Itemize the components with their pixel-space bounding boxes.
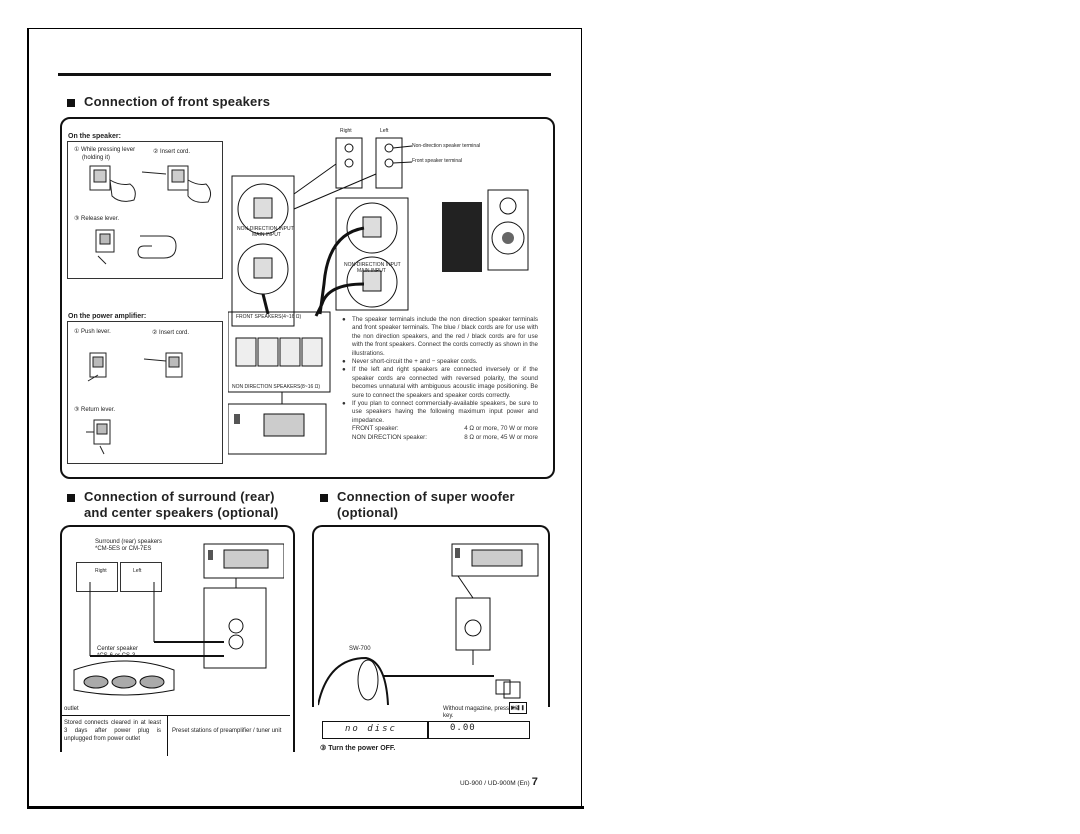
page-border-bottom bbox=[27, 806, 584, 809]
surround-heading: Connection of surround (rear) and center… bbox=[67, 489, 279, 521]
display-no-disc: no disc bbox=[345, 724, 397, 734]
footer-model: UD-900 / UD-900M (En)7 bbox=[460, 776, 538, 788]
step2-text: ② Insert cord. bbox=[153, 149, 191, 155]
heading-square-icon bbox=[67, 493, 75, 502]
spec-front: FRONT speaker:4 Ω or more, 70 W or more bbox=[352, 425, 538, 433]
front-wiring-diagram bbox=[228, 137, 413, 455]
left-label: Left bbox=[380, 128, 389, 134]
amp-steps-box bbox=[67, 321, 223, 464]
step1b-text: (holding it) bbox=[82, 155, 111, 161]
surround-right-speaker bbox=[76, 562, 118, 592]
on-speaker-label: On the speaker: bbox=[68, 133, 121, 140]
nondir-input-label-2: NON-DIRECTION INPUT bbox=[344, 262, 401, 268]
surround-left-label: Left bbox=[133, 568, 142, 574]
step3-text: ③ Release lever. bbox=[74, 216, 120, 222]
surround-label: Surround (rear) speakers bbox=[95, 539, 163, 545]
outlet-label: outlet bbox=[64, 706, 79, 712]
release-lever-illustration bbox=[95, 229, 177, 265]
woofer-panel bbox=[312, 525, 550, 707]
without-magazine-text: Without magazine, press the bbox=[443, 706, 520, 712]
woofer-heading: Connection of super woofer (optional) bbox=[320, 489, 515, 521]
front-speakers-label: FRONT SPEAKERS(4~16 Ω) bbox=[236, 314, 302, 320]
step1-text: ① While pressing lever bbox=[74, 147, 136, 153]
note-3: ●If the left and right speakers are conn… bbox=[342, 366, 538, 399]
front-terminal-label: Front speaker terminal bbox=[412, 158, 463, 164]
note-4: ●If you plan to connect commercially-ava… bbox=[342, 400, 538, 424]
speaker-lever-illustration bbox=[89, 165, 212, 203]
surround-right-label: Right bbox=[95, 568, 107, 574]
note-1: ●The speaker terminals include the non d… bbox=[342, 316, 538, 357]
amp-step2: ② Insert cord. bbox=[152, 330, 190, 336]
surround-wiring-diagram bbox=[73, 543, 284, 696]
preset-text: Preset stations of preamplifier / tuner … bbox=[172, 728, 282, 734]
stored-text: Stored connects cleared in at least 3 da… bbox=[64, 720, 161, 742]
nondir-input-label-1: NON-DIRECTION INPUT bbox=[237, 226, 294, 232]
turn-off-step: ③ Turn the power OFF. bbox=[320, 745, 396, 752]
amp-step3: ③ Return lever. bbox=[74, 407, 116, 413]
page-border-right bbox=[581, 28, 582, 808]
front-heading: Connection of front speakers bbox=[67, 94, 270, 109]
table-divider bbox=[167, 716, 168, 756]
display-panel-2 bbox=[428, 721, 530, 739]
front-panel bbox=[60, 117, 555, 479]
key-text: key. bbox=[443, 713, 454, 719]
note-2: ●Never short-circuit the + and − speaker… bbox=[342, 358, 478, 366]
main-input-label-2: MAIN INPUT bbox=[357, 268, 386, 274]
return-lever-illustration bbox=[86, 419, 111, 455]
header-rule bbox=[58, 73, 551, 76]
speaker-steps-box bbox=[67, 141, 223, 279]
page-border-left bbox=[27, 28, 29, 808]
woofer-wiring-diagram bbox=[318, 543, 539, 706]
display-panel-1 bbox=[322, 721, 428, 739]
main-input-label-1: MAIN INPUT bbox=[252, 232, 281, 238]
center-models: *CS-6 or CS-3 bbox=[97, 653, 136, 659]
speaker-photo-illustration bbox=[442, 189, 529, 272]
surround-panel bbox=[60, 525, 295, 752]
play-pause-key-icon: ▶/❚❚ bbox=[509, 702, 527, 714]
front-notes: ●The speaker terminals include the non d… bbox=[342, 316, 538, 442]
page-border-top bbox=[27, 28, 581, 29]
woofer-model-label: SW-700 bbox=[349, 646, 371, 652]
surround-left-speaker bbox=[120, 562, 162, 592]
heading-square-icon bbox=[67, 98, 75, 107]
display-counter: 0.00 bbox=[450, 723, 476, 733]
spec-nondir: NON DIRECTION speaker:8 Ω or more, 45 W … bbox=[352, 433, 538, 441]
amp-step1: ① Push lever. bbox=[74, 329, 111, 335]
heading-square-icon bbox=[320, 493, 328, 502]
on-amp-label: On the power amplifier: bbox=[68, 313, 147, 320]
surround-models: *CM-5ES or CM-7ES bbox=[95, 546, 152, 552]
push-lever-illustration bbox=[87, 352, 183, 382]
right-label: Right bbox=[340, 128, 352, 134]
table-rule bbox=[60, 715, 290, 716]
page-number: 7 bbox=[531, 776, 538, 788]
nondir-terminal-label: Non-direction speaker terminal bbox=[412, 143, 481, 149]
center-label: Center speaker bbox=[97, 646, 139, 652]
nondir-speakers-label: NON DIRECTION SPEAKERS(8~16 Ω) bbox=[232, 384, 321, 390]
